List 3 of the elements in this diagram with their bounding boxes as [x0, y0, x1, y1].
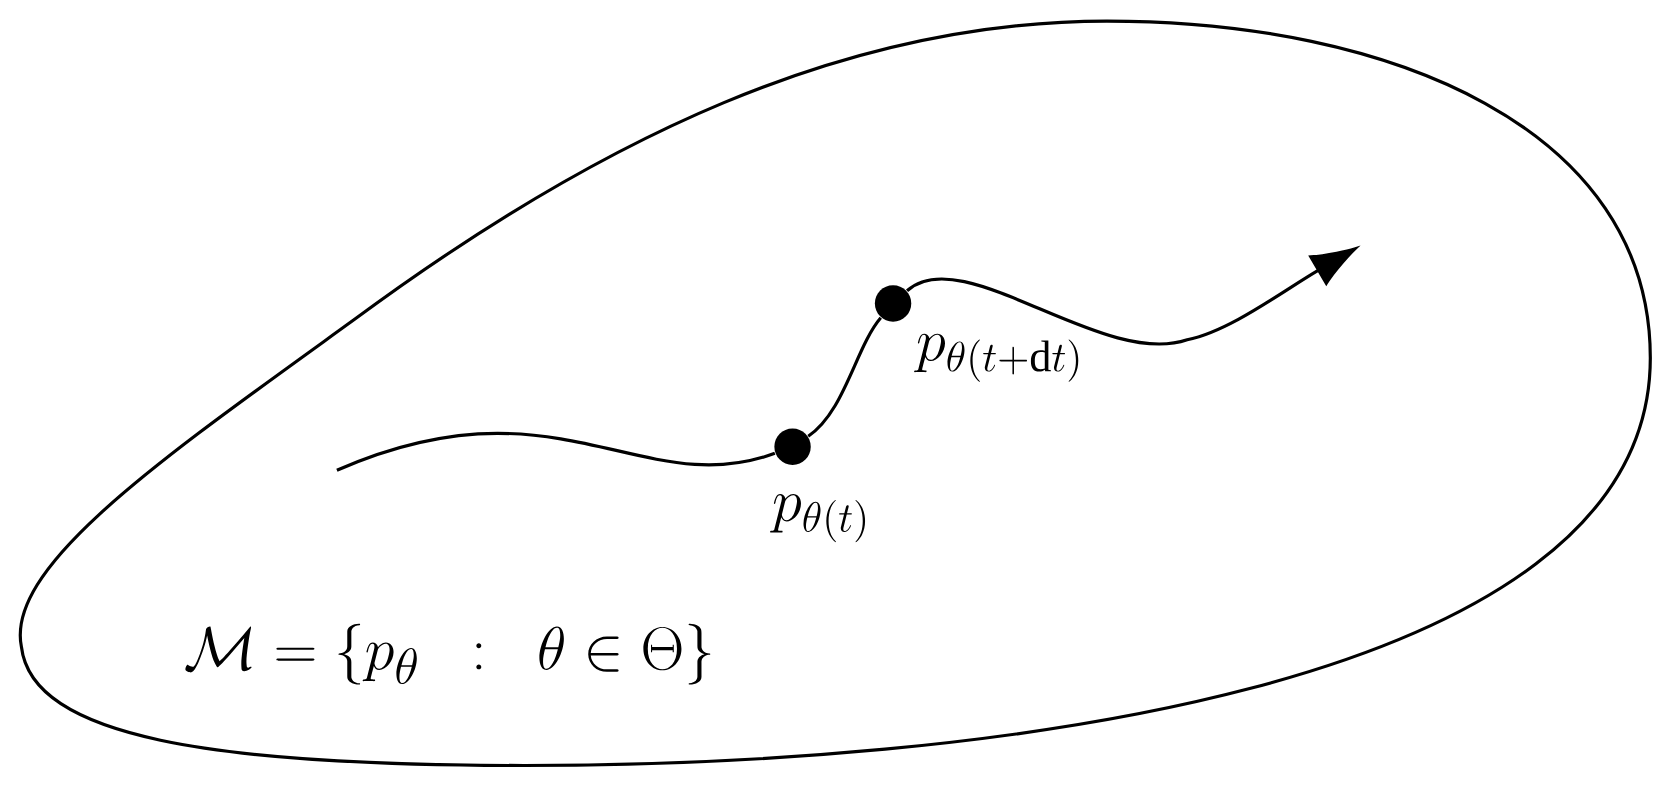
point-label: $p_{\theta(t)}$ — [770, 494, 866, 543]
point-label: $p_{\theta(t+\mathrm{d}t)}$ — [914, 333, 1079, 382]
set-formula: $\mathcal{M} = \{p_\theta \;\;:\;\; \theta \in \Theta\}$ — [185, 623, 711, 685]
